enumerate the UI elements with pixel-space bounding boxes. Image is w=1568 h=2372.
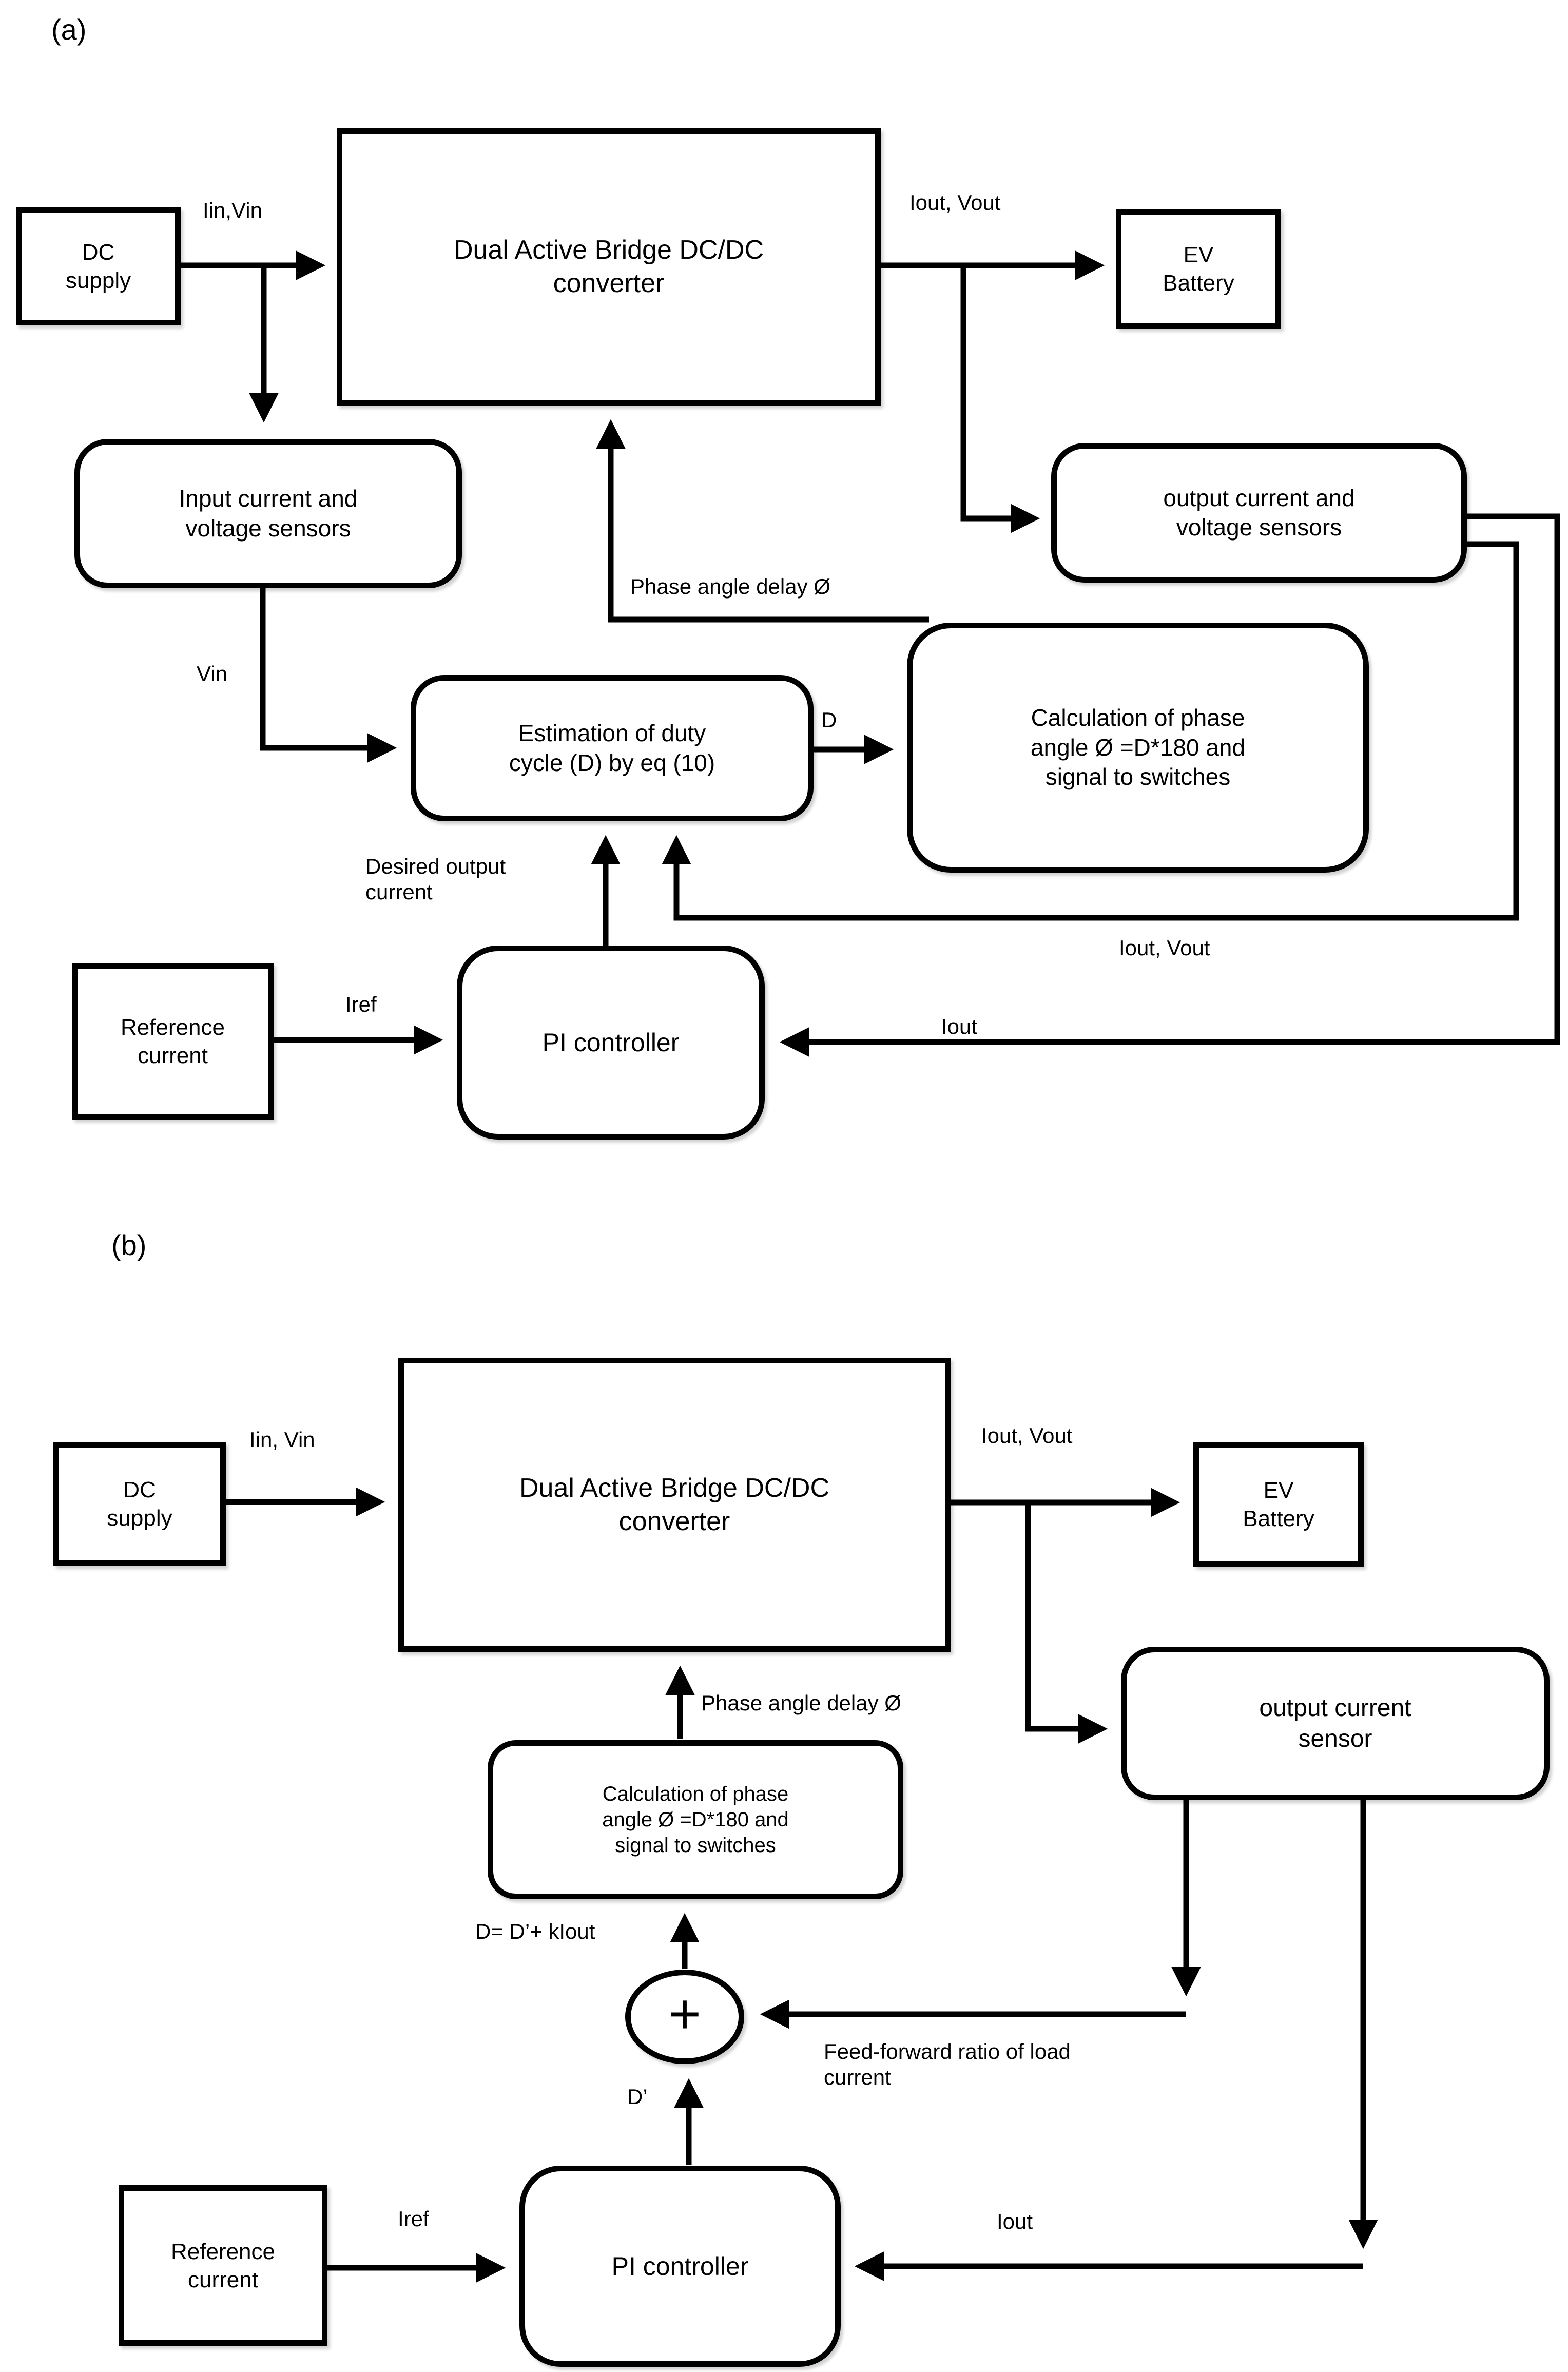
- ev-battery-box-a: EV Battery: [1116, 209, 1281, 329]
- arrow-a-iout-feedback-to-pi: [779, 513, 1560, 1057]
- label-b-d-equation: D= D’+ kIout: [475, 1919, 595, 1943]
- dab-converter-box-a: Dual Active Bridge DC/DC converter: [337, 128, 881, 406]
- label-a-vin: Vin: [197, 662, 227, 686]
- arrow-a-ioutvout-feedback-to-estimation: [662, 541, 1519, 921]
- dab-converter-box-b: Dual Active Bridge DC/DC converter: [398, 1358, 951, 1652]
- label-a-desired-output-current: Desired output current: [365, 854, 506, 904]
- pi-controller-box-a: PI controller: [457, 946, 765, 1140]
- label-b-phase-angle-delay: Phase angle delay Ø: [701, 1691, 901, 1715]
- label-a-iin-vin: Iin,Vin: [203, 198, 262, 222]
- dc-supply-box-b: DC supply: [53, 1442, 226, 1566]
- calculation-box-a: Calculation of phase angle Ø =D*180 and …: [907, 623, 1369, 873]
- label-b-iout: Iout: [997, 2209, 1033, 2233]
- label-a-iout-vout-top: Iout, Vout: [909, 190, 1001, 215]
- pi-controller-box-b: PI controller: [519, 2166, 841, 2367]
- output-sensors-box-a: output current and voltage sensors: [1051, 443, 1467, 583]
- label-b-iout-vout: Iout, Vout: [981, 1423, 1073, 1448]
- dc-supply-box-a: DC supply: [16, 207, 181, 325]
- label-b-iin-vin: Iin, Vin: [249, 1428, 315, 1452]
- reference-current-box-b: Reference current: [119, 2185, 327, 2346]
- arrow-a-branch-to-output-sensors: [960, 265, 1040, 533]
- label-b-feed-forward: Feed-forward ratio of load current: [824, 2039, 1071, 2090]
- label-b-iref: Iref: [398, 2207, 429, 2231]
- label-a-iout: Iout: [941, 1014, 978, 1038]
- arrow-a-phase-delay-to-converter: [596, 419, 929, 623]
- arrow-b-branch-to-output-sensor: [1025, 1502, 1108, 1744]
- label-a-d: D: [821, 708, 837, 732]
- estimation-box-a: Estimation of duty cycle (D) by eq (10): [411, 675, 814, 821]
- reference-current-box-a: Reference current: [72, 963, 274, 1120]
- input-sensors-box-a: Input current and voltage sensors: [74, 439, 462, 588]
- label-a-iref: Iref: [345, 992, 377, 1016]
- label-a-iout-vout-feedback: Iout, Vout: [1119, 936, 1210, 960]
- label-b-d-prime: D’: [627, 2085, 648, 2109]
- section-label-b: (b): [111, 1229, 147, 1261]
- section-label-a: (a): [51, 13, 87, 46]
- output-current-sensor-box-b: output current sensor: [1121, 1647, 1550, 1800]
- label-a-phase-angle-delay: Phase angle delay Ø: [630, 574, 830, 599]
- summing-junction-b: +: [625, 1970, 744, 2064]
- ev-battery-box-b: EV Battery: [1193, 1442, 1364, 1567]
- calculation-box-b: Calculation of phase angle Ø =D*180 and …: [488, 1740, 903, 1899]
- arrow-a-vin-to-estimation: [260, 588, 397, 763]
